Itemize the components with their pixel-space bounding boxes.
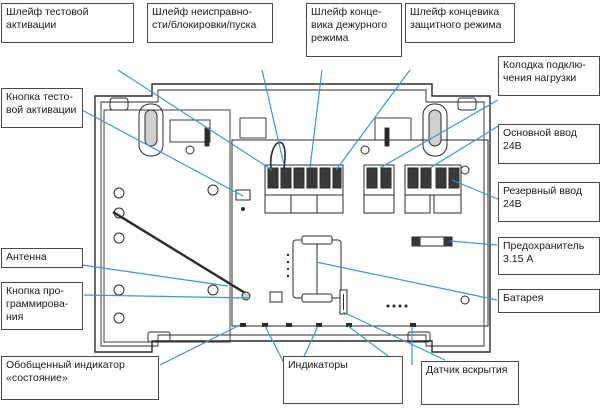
callout-backup-input: Резервный ввод 24В xyxy=(498,182,600,222)
leader-lines xyxy=(81,69,501,366)
prog-button-knob xyxy=(241,291,251,301)
power-terminal-block xyxy=(404,164,462,214)
prog-button-part xyxy=(269,291,283,303)
upper-brackets xyxy=(169,117,412,147)
callout-status-led: Обобщенный индикатор «состояние» xyxy=(1,356,159,400)
bottom-led-row xyxy=(240,323,416,327)
callout-fuse: Предохранитель 3.15 А xyxy=(498,237,600,275)
battery-holder xyxy=(292,235,342,303)
callout-main-input: Основной ввод 24В xyxy=(498,124,600,164)
indicator-dots xyxy=(386,304,408,308)
loop-terminal-block xyxy=(264,164,344,214)
callout-battery: Батарея xyxy=(498,289,600,313)
test-button-dot xyxy=(241,207,245,211)
callout-load-terminal: Колодка подклю-чения нагрузки xyxy=(498,56,600,96)
callout-test-loop: Шлейф тестовой активации xyxy=(1,3,134,43)
callout-prog-button: Кнопка про-граммирова-ния xyxy=(1,282,83,330)
fuse-part xyxy=(411,236,453,247)
callout-standby-limit: Шлейф конце-вика дежурного режима xyxy=(306,3,402,57)
mounting-holes xyxy=(109,97,477,343)
antenna-wire xyxy=(112,210,251,298)
callout-fault-loop: Шлейф неисправно-сти/блокировки/пуска xyxy=(147,3,273,43)
callout-antenna: Антенна xyxy=(1,248,83,268)
callout-tamper: Датчик вскрытия xyxy=(421,361,519,405)
callout-indicators: Индикаторы xyxy=(283,356,403,404)
limit-terminal-block xyxy=(363,164,395,214)
test-button-part xyxy=(235,189,251,201)
fault-wire-loop xyxy=(269,141,286,169)
battery-dots xyxy=(286,253,290,278)
callout-test-button: Кнопка тесто-вой активации xyxy=(1,88,83,128)
callout-protect-limit: Шлейф концевика защитного режима xyxy=(405,3,515,43)
